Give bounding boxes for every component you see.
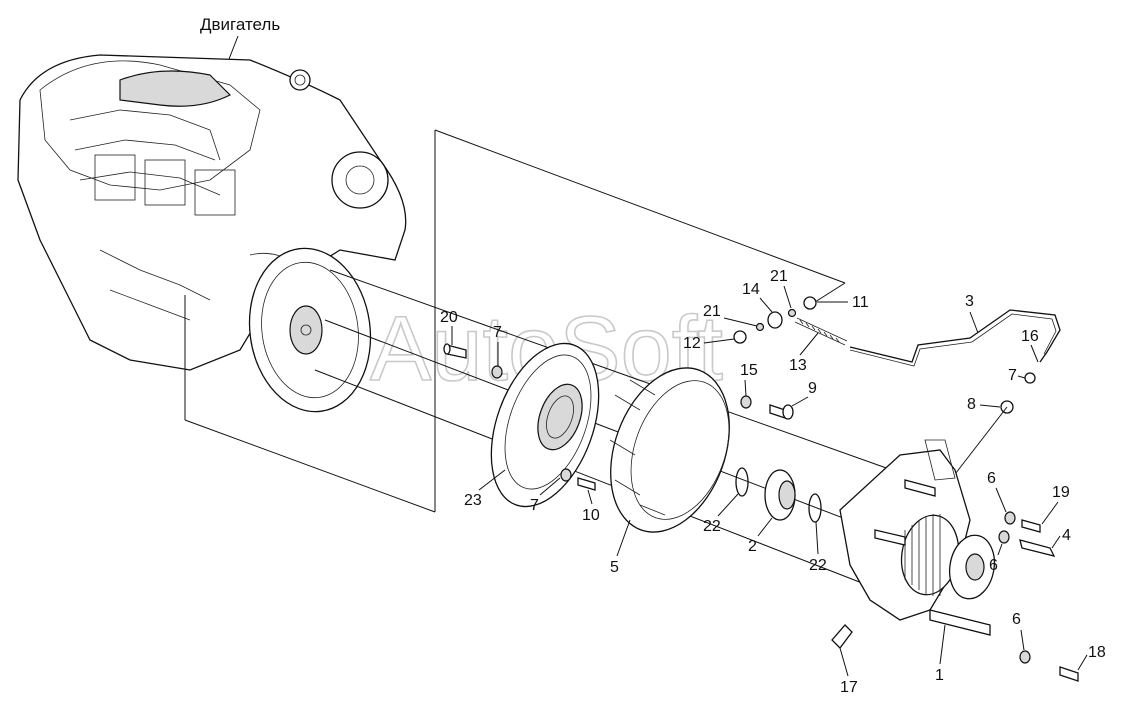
tube-3 — [849, 309, 1061, 363]
callout-22b: 22 — [809, 557, 827, 574]
callout-4: 4 — [1062, 527, 1071, 544]
callout-3: 3 — [965, 293, 974, 310]
clutch-disk-23 — [490, 342, 600, 508]
washer-7b — [740, 395, 752, 409]
callout-11: 11 — [852, 294, 869, 311]
washer-6c — [1019, 650, 1031, 664]
callout-labels: 20 7 21 14 21 11 3 12 13 16 15 7 9 8 23 … — [440, 268, 1106, 696]
assembly-1 — [839, 439, 996, 636]
callout-2: 2 — [748, 538, 757, 555]
washer-21b — [787, 308, 797, 318]
bolt-10 — [577, 477, 596, 491]
bolt-9 — [769, 404, 794, 420]
callout-6a: 6 — [987, 470, 996, 487]
clutch-housing-5 — [609, 367, 730, 533]
engine-drawing — [17, 54, 407, 413]
callout-21b: 21 — [770, 268, 788, 285]
callout-8: 8 — [967, 396, 976, 413]
tube-3-inner — [849, 313, 1057, 367]
bolt-18 — [1059, 666, 1079, 682]
callout-20: 20 — [440, 309, 458, 326]
washer-6b — [998, 530, 1010, 544]
washer-6a — [1004, 511, 1016, 525]
callout-22a: 22 — [703, 518, 721, 535]
spring-13 — [794, 317, 848, 346]
bolt-20 — [443, 343, 467, 359]
fitting-15 — [1024, 372, 1036, 384]
callout-7b: 15 — [740, 362, 758, 379]
fitting-14 — [767, 311, 783, 329]
ring-22a — [735, 467, 749, 497]
callout-21a: 21 — [703, 303, 721, 320]
callout-6c: 6 — [1012, 611, 1021, 628]
washer-7c — [560, 468, 572, 482]
bolt-4 — [1019, 539, 1056, 557]
bolt-19 — [1021, 519, 1041, 533]
callout-17: 17 — [840, 679, 858, 696]
callout-23: 23 — [464, 492, 482, 509]
callout-7a: 7 — [493, 324, 502, 341]
fitting-17 — [831, 624, 853, 649]
callout-19: 19 — [1052, 484, 1070, 501]
projection-lines — [184, 129, 941, 591]
callout-1: 1 — [935, 667, 944, 684]
callout-6b: 6 — [989, 557, 998, 574]
engine-title: Двигатель — [200, 15, 280, 34]
callout-9: 9 — [808, 380, 817, 397]
callout-13: 13 — [789, 357, 807, 374]
callout-14: 14 — [742, 281, 760, 298]
callout-15: 7 — [1008, 367, 1017, 384]
washer-21a — [755, 322, 765, 332]
bearing-cap-2 — [764, 469, 796, 521]
ring-22b — [808, 493, 822, 523]
fitting-12 — [733, 330, 747, 344]
callout-5: 5 — [610, 559, 619, 576]
callout-16: 16 — [1021, 328, 1039, 345]
callout-7c: 7 — [530, 497, 539, 514]
fitting-11 — [803, 296, 817, 310]
callout-12: 12 — [683, 335, 701, 352]
washer-7a — [491, 365, 503, 379]
callout-10: 10 — [582, 507, 600, 524]
callout-18: 18 — [1088, 644, 1106, 661]
